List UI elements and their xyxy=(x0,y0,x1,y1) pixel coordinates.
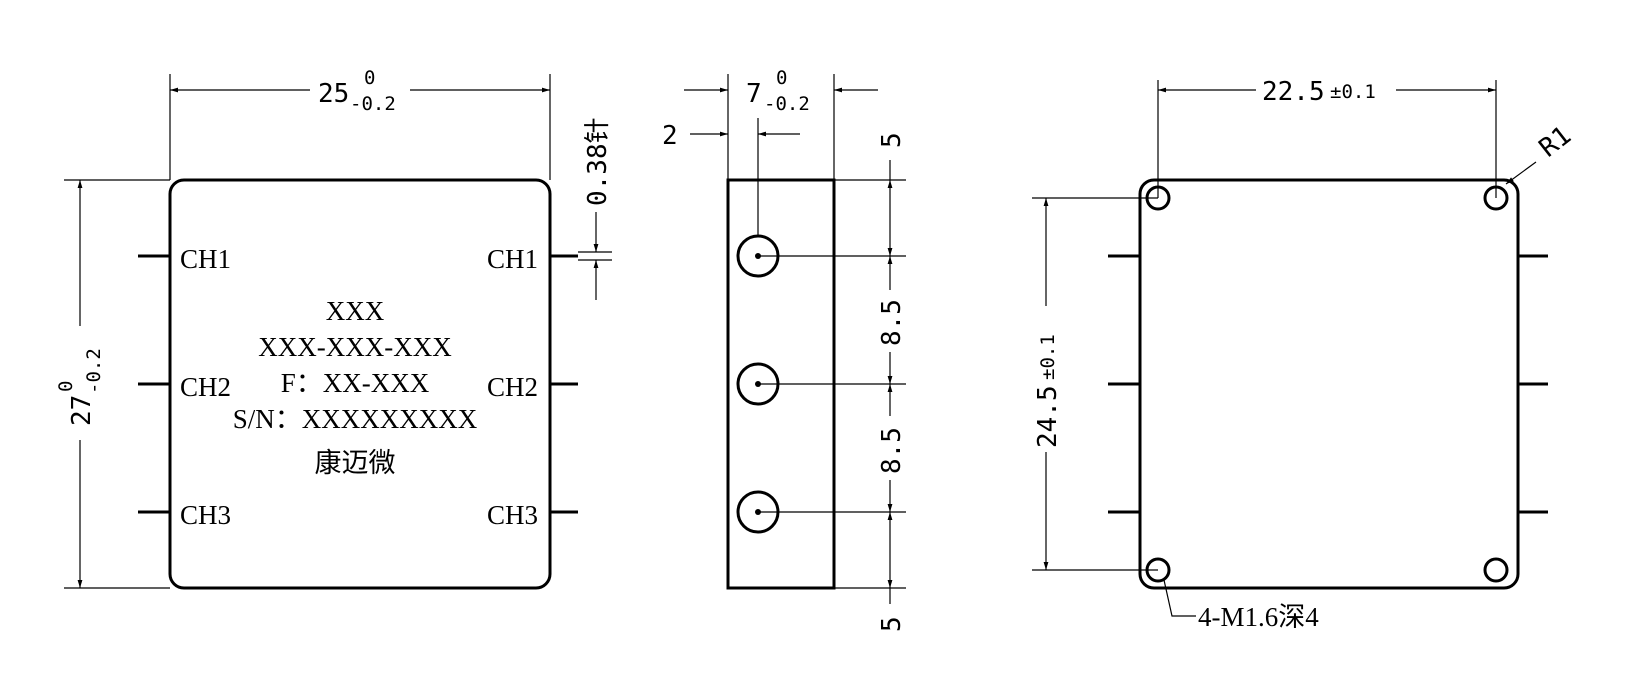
radius-label: R1 xyxy=(1534,121,1577,164)
channel-label-left-3: CH3 xyxy=(180,500,231,530)
side-width-value: 7 xyxy=(746,79,762,109)
back-width-value: 22.5 xyxy=(1262,77,1325,107)
channel-label-right-3: CH3 xyxy=(487,500,538,530)
front-label-line-5: 康迈微 xyxy=(315,448,396,478)
channel-label-right-2: CH2 xyxy=(487,372,538,402)
front-label-line-4: S/N：XXXXXXXXX xyxy=(233,404,478,434)
side-offset-label: 2 xyxy=(662,121,678,151)
side-view: 7 0 -0.2 2 5 8.5 8.5 5 xyxy=(662,67,907,632)
back-height-tol: ±0.1 xyxy=(1037,334,1059,380)
front-width-upper-tol: 0 xyxy=(364,67,375,89)
back-width-tol: ±0.1 xyxy=(1330,81,1376,103)
front-view: CH1 CH2 CH3 CH1 CH2 CH3 XXX XXX-XXX-XXX … xyxy=(55,67,613,590)
side-pitch-label-2: 8.5 xyxy=(877,299,907,346)
back-view: 22.5 ±0.1 24.5 ±0.1 R1 4-M1.6深4 xyxy=(1032,77,1577,632)
side-pitch-label-4: 5 xyxy=(877,616,907,632)
side-width-upper-tol: 0 xyxy=(776,67,787,89)
side-pitch-label-1: 5 xyxy=(877,132,907,148)
channel-label-left-2: CH2 xyxy=(180,372,231,402)
channel-label-right-1: CH1 xyxy=(487,244,538,274)
pin-dimension-label: 0.38针 xyxy=(583,117,613,206)
front-label-line-2: XXX-XXX-XXX xyxy=(258,332,452,362)
front-width-lower-tol: -0.2 xyxy=(350,93,396,115)
front-height-lower-tol: -0.2 xyxy=(83,348,105,394)
back-body-outline xyxy=(1138,178,1520,590)
front-label-line-1: XXX xyxy=(326,296,385,326)
front-label-line-3: F：XX-XXX xyxy=(281,368,430,398)
front-width-value: 25 xyxy=(318,79,349,109)
mounting-hole-bottom-right xyxy=(1483,557,1509,583)
front-height-value: 27 xyxy=(67,395,97,426)
channel-label-left-1: CH1 xyxy=(180,244,231,274)
front-height-upper-tol: 0 xyxy=(55,381,77,392)
side-width-lower-tol: -0.2 xyxy=(764,93,810,115)
back-height-value: 24.5 xyxy=(1033,385,1063,448)
hole-note-label: 4-M1.6深4 xyxy=(1198,602,1319,632)
side-pitch-label-3: 8.5 xyxy=(877,427,907,474)
